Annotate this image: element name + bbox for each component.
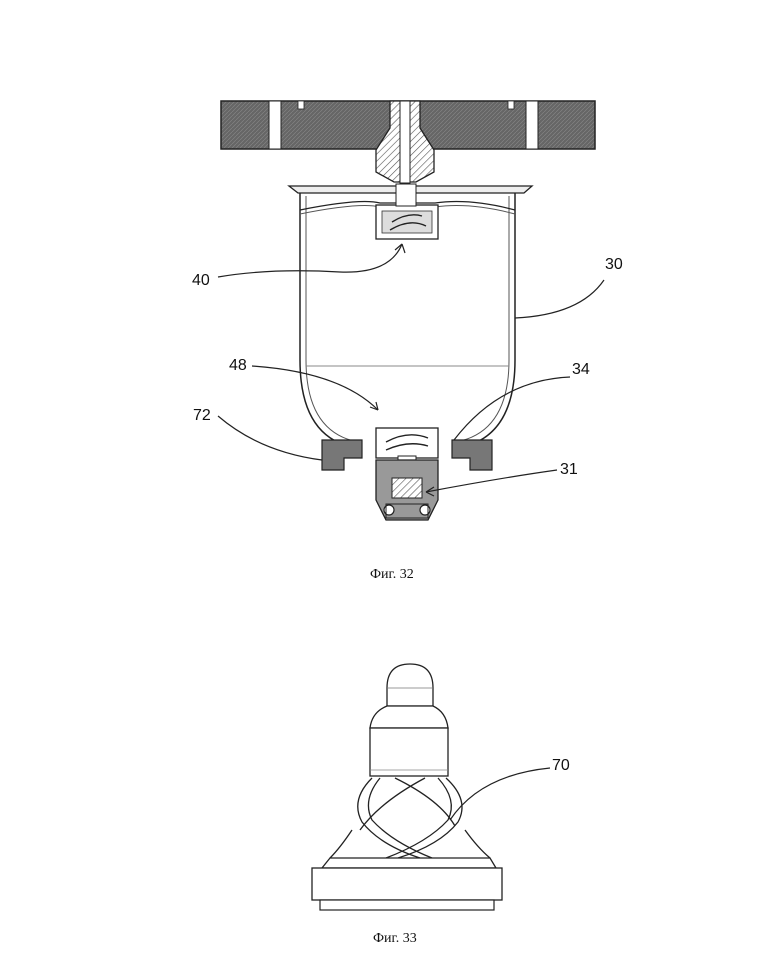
figure-caption-33: Фиг. 33	[373, 931, 417, 946]
ref-label-70: 70	[552, 757, 570, 774]
base-foot	[320, 900, 494, 910]
ref-label-48: 48	[229, 357, 247, 374]
ref-label-34: 34	[572, 361, 590, 378]
leader-line-70	[450, 768, 550, 820]
neck	[370, 706, 448, 728]
figure-33: 70 Фиг. 33	[312, 664, 570, 946]
ref-label-72: 72	[193, 407, 211, 424]
helical-blades	[330, 778, 490, 858]
base-ring	[312, 868, 502, 900]
ref-label-31: 31	[560, 461, 578, 478]
valve-body	[370, 728, 448, 776]
figure-32: 40 30 48 34 72 31 Фиг. 32	[192, 101, 623, 582]
base-top	[322, 858, 496, 868]
ref-label-30: 30	[605, 256, 623, 273]
dome-cap	[387, 664, 433, 706]
figure-caption-32: Фиг. 32	[370, 567, 414, 582]
ref-label-40: 40	[192, 272, 210, 289]
